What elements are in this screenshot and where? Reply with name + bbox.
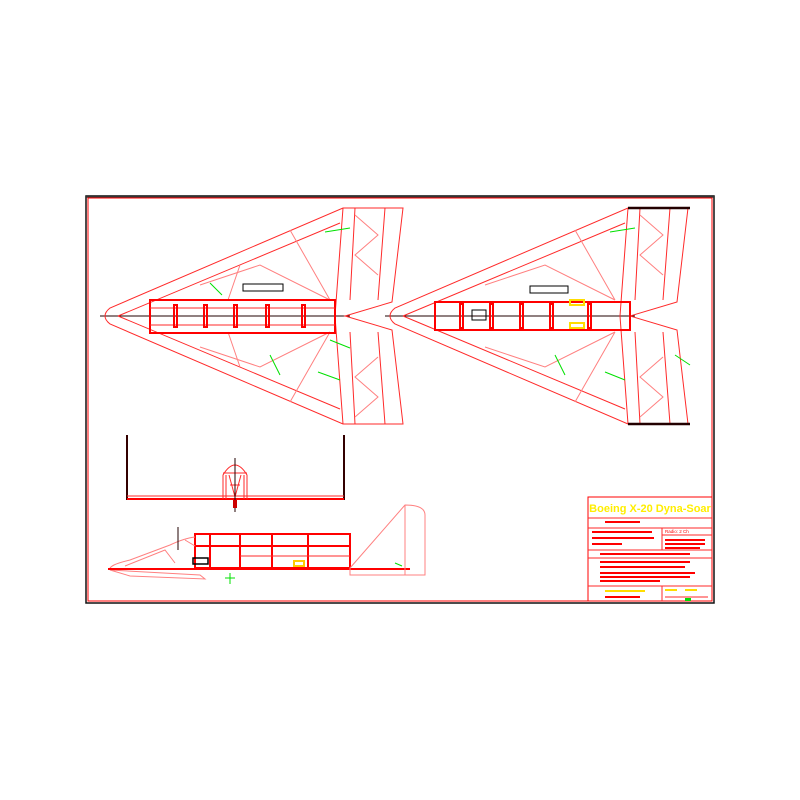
title-block: Boeing X-20 Dyna-Soar Radio: 2 Ch xyxy=(587,496,713,602)
drawing-title: Boeing X-20 Dyna-Soar xyxy=(589,503,711,515)
radio-spec: Radio: 2 Ch xyxy=(665,529,689,534)
front-view xyxy=(126,435,345,512)
side-view xyxy=(108,504,426,584)
inner-border xyxy=(87,197,713,602)
top-view-left xyxy=(100,207,404,425)
top-view-right xyxy=(385,206,691,426)
